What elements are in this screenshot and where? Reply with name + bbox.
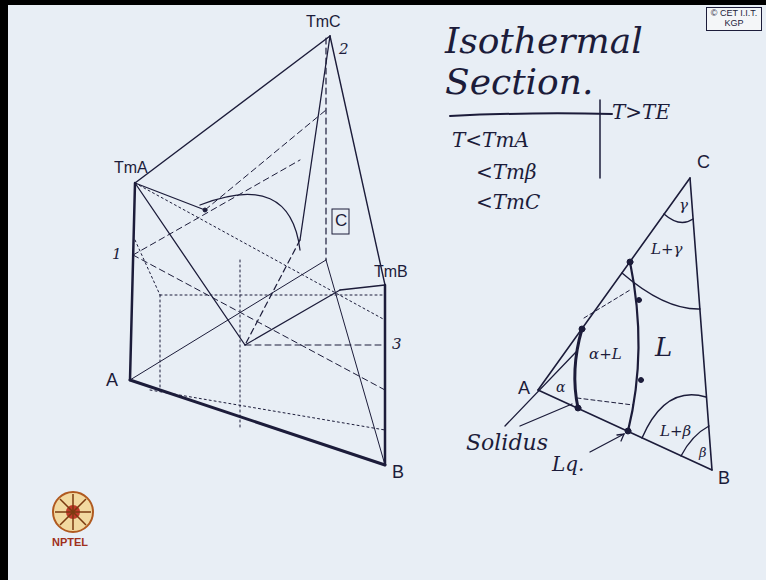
corner-label: C [697, 152, 710, 174]
phase-label: L+γ [651, 240, 683, 258]
watermark: © CET I.I.T. KGP [706, 7, 762, 31]
curve-label: Solidus [466, 430, 548, 456]
logo-symbol [53, 492, 93, 532]
curve-label: Lq. [552, 452, 584, 476]
vertex-temperature: TmA [114, 158, 148, 177]
condition-note: T<TmA [452, 128, 529, 152]
corner-label: B [392, 462, 404, 484]
logo-text: NPTEL [52, 536, 88, 549]
phase-label: α+L [589, 345, 622, 363]
condition-note: <Tmβ [476, 160, 537, 184]
condition-note: <TmC [476, 190, 540, 214]
corner-label: A [518, 378, 530, 400]
phase-label: γ [679, 196, 688, 214]
corner-label: B [718, 468, 730, 490]
corner-label: A [106, 370, 118, 392]
phase-label: α [556, 379, 565, 396]
callout-number: 3 [392, 335, 402, 353]
callout-number: 2 [339, 40, 349, 58]
phase-label: L+β [660, 422, 691, 440]
callout-number: 1 [112, 245, 122, 263]
vertex-temperature: TmB [374, 262, 408, 281]
phase-label: L [655, 332, 672, 363]
board [8, 5, 766, 580]
title: Isothermal Section. [445, 20, 695, 103]
corner-label: C [335, 211, 347, 231]
condition-note: T>TE [612, 100, 670, 124]
vertex-temperature: TmC [306, 12, 341, 31]
phase-label: β [699, 445, 707, 461]
